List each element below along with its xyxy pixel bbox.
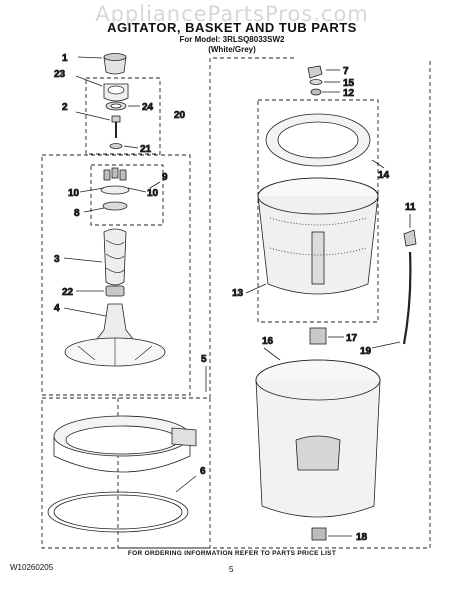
callout-2: 2: [62, 102, 68, 113]
tub-connector-line-top: [209, 57, 295, 398]
tub-nut-part: [311, 527, 352, 541]
callout-1: 1: [62, 53, 68, 64]
callout-14: 14: [378, 170, 390, 181]
callout-19: 19: [360, 346, 372, 357]
washer-part: [109, 143, 139, 149]
callout-7: 7: [343, 66, 349, 77]
callout-labels: 1 23 2 24 21 20 10 10 9 8 3 22 4 5 6 7 1…: [54, 53, 417, 544]
callout-18: 18: [356, 532, 368, 543]
auger-part: [63, 228, 127, 286]
outer-assembly-line: [117, 58, 431, 549]
hub-hardware-parts: [307, 65, 340, 96]
model-line: For Model: 3RLSQ8033SW2: [179, 35, 285, 44]
callout-23: 23: [54, 69, 66, 80]
agitator-base-part: [63, 303, 166, 367]
callout-20: 20: [174, 110, 186, 121]
watermark-text: AppliancePartsPros.com: [95, 2, 369, 26]
page-number: 5: [229, 565, 234, 574]
callout-17: 17: [346, 333, 358, 344]
ordering-note: FOR ORDERING INFORMATION REFER TO PARTS …: [127, 550, 337, 557]
callout-22: 22: [62, 287, 74, 298]
group-boxes: [41, 57, 431, 549]
drive-block-part: [309, 327, 344, 345]
basket-box: [257, 99, 379, 323]
coupling-part: [76, 285, 125, 297]
agitator-cap-part: [77, 53, 127, 75]
hose-part: [371, 214, 417, 349]
cam-assembly-box: [90, 164, 164, 226]
callout-12: 12: [343, 88, 355, 99]
callout-21: 21: [140, 144, 152, 155]
callout-6: 6: [200, 466, 206, 477]
outer-tub-part: [255, 347, 381, 518]
cam-assembly-parts: [79, 167, 161, 213]
basket-part: [245, 177, 379, 295]
callout-5: 5: [201, 354, 207, 365]
bolt-part: [75, 111, 121, 138]
model-info: For Model: 3RLSQ8033SW2 (White/Grey): [0, 35, 464, 55]
callout-15: 15: [343, 78, 355, 89]
callout-13: 13: [232, 288, 244, 299]
callout-8: 8: [74, 208, 80, 219]
tub-ring-part: [265, 113, 385, 169]
callout-16: 16: [262, 336, 274, 347]
document-number: W10260205: [10, 563, 54, 572]
callout-10-right: 10: [147, 188, 159, 199]
callout-9: 9: [162, 172, 168, 183]
agitator-cap-box: [85, 77, 161, 155]
balance-ring-part: [47, 415, 197, 533]
agitator-assembly-box: [41, 154, 191, 396]
callout-11: 11: [405, 202, 416, 213]
page-title: AGITATOR, BASKET AND TUB PARTS: [107, 20, 357, 35]
callout-3: 3: [54, 254, 60, 265]
callout-24: 24: [142, 102, 154, 113]
cap-housing-part: [75, 75, 129, 102]
seal-part: [105, 101, 140, 111]
callout-4: 4: [54, 303, 60, 314]
callout-10-left: 10: [68, 188, 80, 199]
color-line: (White/Grey): [208, 45, 256, 54]
